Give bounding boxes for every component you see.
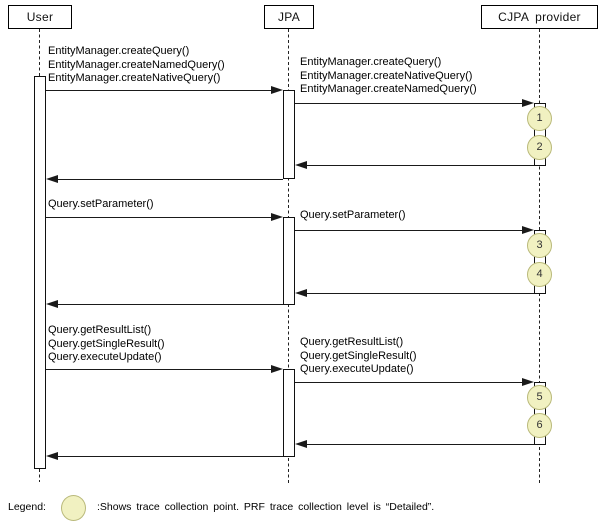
arrowhead-left-icon	[295, 440, 307, 448]
message-label: Query.executeUpdate()	[300, 363, 414, 375]
arrowhead-left-icon	[295, 289, 307, 297]
return-arrow-jpa-user-2	[46, 300, 283, 309]
activation-user	[34, 76, 46, 469]
message-label: Query.setParameter()	[48, 198, 154, 210]
arrow-line	[295, 381, 525, 384]
message-group-jpa-cjpa-3: Query.getResultList() Query.getSingleRes…	[300, 336, 417, 377]
arrowhead-right-icon	[522, 226, 534, 234]
actor-label-cjpa-provider: CJPA provider	[498, 10, 581, 24]
message-group-jpa-cjpa-2: Query.setParameter()	[300, 209, 406, 223]
arrow-line	[304, 164, 534, 167]
actor-label-jpa: JPA	[277, 10, 301, 24]
message-group-user-jpa-3: Query.getResultList() Query.getSingleRes…	[48, 324, 165, 365]
actor-box-cjpa-provider: CJPA provider	[481, 5, 598, 29]
message-group-jpa-cjpa-1: EntityManager.createQuery() EntityManage…	[300, 56, 477, 97]
trace-point-4: 4	[527, 262, 552, 287]
message-label: Query.setParameter()	[300, 209, 406, 221]
message-label: Query.getSingleResult()	[300, 349, 417, 362]
arrow-line	[46, 89, 274, 92]
message-group-user-jpa-2: Query.setParameter()	[48, 198, 154, 212]
activation-jpa-3	[283, 369, 295, 457]
arrow-line	[304, 292, 534, 295]
arrowhead-right-icon	[522, 378, 534, 386]
return-arrow-jpa-user-3	[46, 452, 283, 461]
arrow-line	[55, 178, 283, 181]
message-label: EntityManager.createQuery()	[300, 56, 442, 68]
call-arrow-user-jpa-2	[46, 213, 283, 222]
arrowhead-left-icon	[46, 300, 58, 308]
call-arrow-jpa-cjpa-2	[295, 226, 534, 235]
message-label: Query.getResultList()	[300, 336, 404, 348]
call-arrow-user-jpa-3	[46, 365, 283, 374]
message-label: EntityManager.createNamedQuery()	[48, 58, 225, 71]
legend-label: Legend:	[8, 501, 46, 513]
arrowhead-left-icon	[46, 452, 58, 460]
return-arrow-cjpa-jpa-1	[295, 161, 534, 170]
arrowhead-right-icon	[271, 213, 283, 221]
arrow-line	[295, 102, 525, 105]
trace-point-2: 2	[527, 135, 552, 160]
message-label: Query.executeUpdate()	[48, 351, 162, 363]
activation-jpa-2	[283, 217, 295, 305]
arrowhead-left-icon	[295, 161, 307, 169]
arrow-line	[46, 216, 274, 219]
arrow-line	[46, 368, 274, 371]
trace-point-6: 6	[527, 413, 552, 438]
arrowhead-left-icon	[46, 175, 58, 183]
arrowhead-right-icon	[271, 86, 283, 94]
arrowhead-right-icon	[522, 99, 534, 107]
return-arrow-cjpa-jpa-3	[295, 440, 534, 449]
message-label: EntityManager.createNativeQuery()	[300, 69, 473, 82]
call-arrow-user-jpa-1	[46, 86, 283, 95]
arrowhead-right-icon	[271, 365, 283, 373]
message-label: EntityManager.createNamedQuery()	[300, 83, 477, 95]
legend-text: :Shows trace collection point. PRF trace…	[97, 501, 435, 513]
message-group-user-jpa-1: EntityManager.createQuery() EntityManage…	[48, 45, 225, 86]
activation-jpa-1	[283, 90, 295, 179]
message-label: Query.getSingleResult()	[48, 337, 165, 350]
trace-point-legend-icon	[61, 495, 86, 521]
trace-point-1: 1	[527, 106, 552, 131]
message-label: EntityManager.createNativeQuery()	[48, 72, 221, 84]
arrow-line	[55, 303, 283, 306]
trace-point-3: 3	[527, 233, 552, 258]
call-arrow-jpa-cjpa-1	[295, 99, 534, 108]
actor-label-user: User	[26, 10, 54, 24]
actor-box-user: User	[8, 5, 72, 29]
message-label: EntityManager.createQuery()	[48, 45, 190, 57]
trace-point-5: 5	[527, 385, 552, 410]
return-arrow-jpa-user-1	[46, 175, 283, 184]
arrow-line	[304, 443, 534, 446]
arrow-line	[55, 455, 283, 458]
arrow-line	[295, 229, 525, 232]
actor-box-jpa: JPA	[264, 5, 314, 29]
return-arrow-cjpa-jpa-2	[295, 289, 534, 298]
call-arrow-jpa-cjpa-3	[295, 378, 534, 387]
message-label: Query.getResultList()	[48, 324, 152, 336]
